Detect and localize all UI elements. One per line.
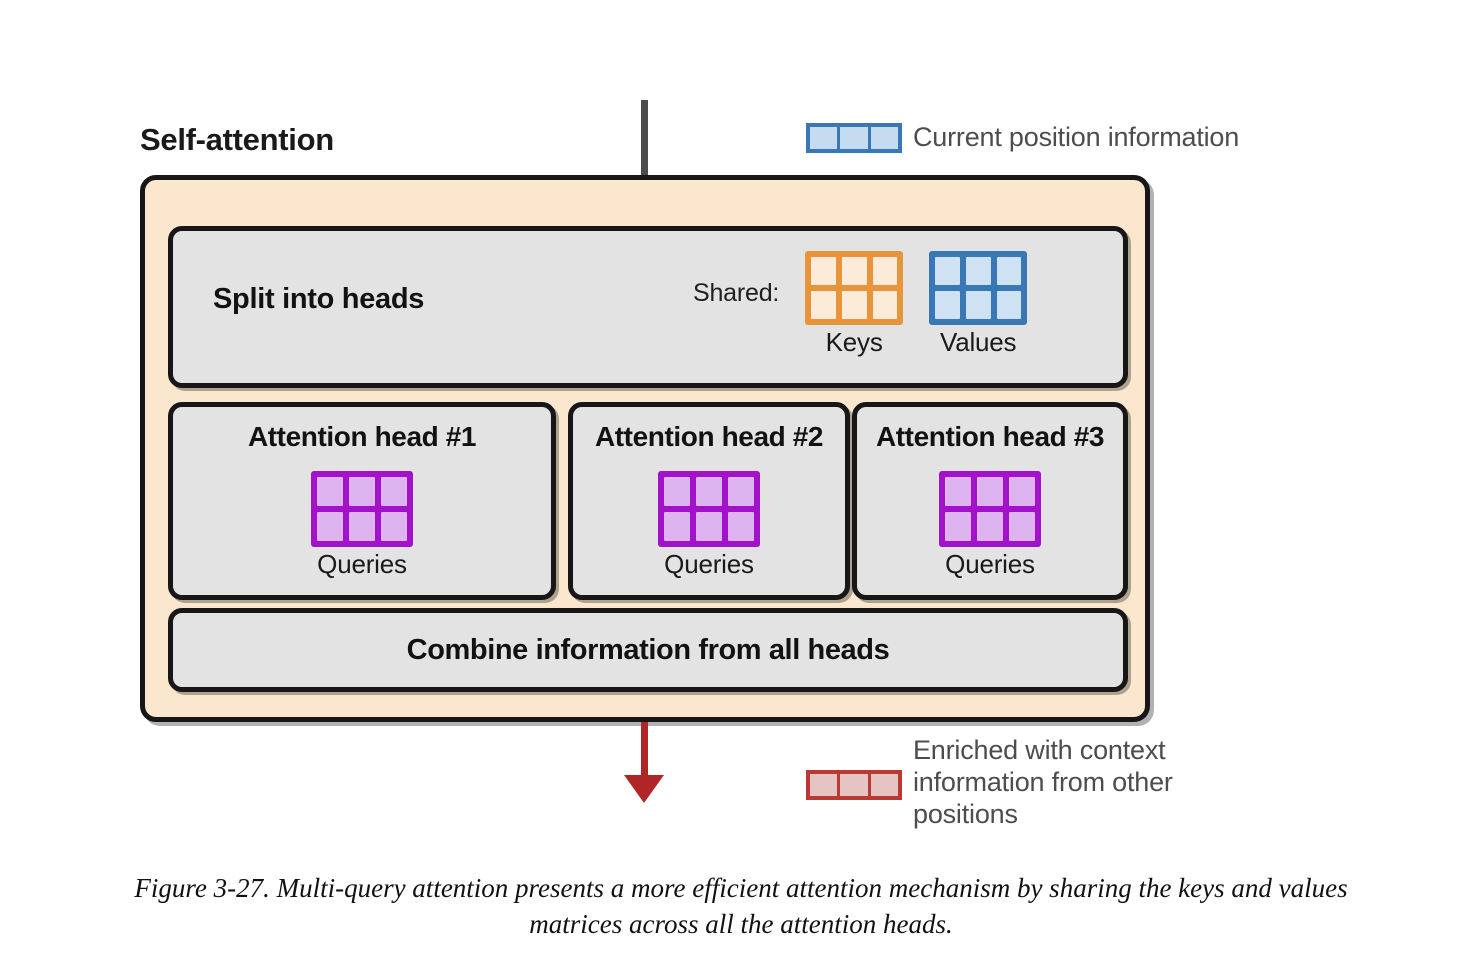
- values-caption: Values: [939, 327, 1017, 357]
- matrix-cell: [696, 512, 722, 541]
- matrix-cell: [317, 512, 343, 541]
- legend-label-current-position: Current position information: [913, 122, 1240, 152]
- keys-matrix-group: Keys: [805, 251, 904, 358]
- matrix-cell: [811, 257, 836, 285]
- page-title: Self-attention: [140, 122, 334, 157]
- keys-caption: Keys: [825, 327, 883, 357]
- legend-enriched-context: Enriched with context information from o…: [806, 735, 1173, 831]
- shared-label: Shared:: [693, 279, 780, 307]
- combine-heads-label: Combine information from all heads: [406, 633, 890, 666]
- legend-cell: [810, 774, 838, 796]
- output-arrow-icon: [624, 775, 664, 803]
- matrix-cell: [841, 257, 867, 285]
- matrix-cell: [945, 512, 971, 541]
- matrix-cell: [317, 477, 343, 506]
- shared-matrices-group: Shared: Keys: [693, 251, 1028, 358]
- matrix-cell: [349, 512, 375, 541]
- queries-matrix-icon: [311, 471, 413, 547]
- queries-caption-2: Queries: [664, 549, 754, 579]
- matrix-cell: [811, 291, 836, 319]
- matrix-cell: [381, 512, 407, 541]
- matrix-cell: [996, 291, 1022, 319]
- keys-matrix-icon: [805, 251, 904, 325]
- matrix-cell: [945, 477, 971, 506]
- legend-label-enriched-context: Enriched with context information from o…: [913, 735, 1173, 829]
- matrix-cell: [381, 477, 407, 506]
- queries-caption-3: Queries: [945, 549, 1035, 579]
- legend-current-position: Current position information: [806, 122, 1239, 154]
- legend-cell: [870, 774, 898, 796]
- panel-split-into-heads: Split into heads Shared: Keys: [168, 226, 1128, 388]
- attention-head-1-title: Attention head #1: [247, 421, 477, 452]
- output-arrow-shaft: [641, 722, 648, 778]
- matrix-cell: [872, 257, 898, 285]
- values-matrix-icon: [929, 251, 1028, 325]
- legend-cell: [840, 126, 868, 149]
- queries-matrix-icon: [658, 471, 760, 547]
- matrix-cell: [996, 257, 1022, 285]
- matrix-cell: [728, 512, 754, 541]
- input-arrow-shaft: [641, 100, 648, 200]
- queries-matrix-group-2: Queries: [573, 471, 845, 580]
- queries-caption-1: Queries: [317, 549, 407, 579]
- split-into-heads-label: Split into heads: [213, 283, 425, 315]
- queries-matrix-icon: [939, 471, 1041, 547]
- legend-cell: [870, 126, 898, 149]
- matrix-cell: [696, 477, 722, 506]
- matrix-cell: [977, 512, 1003, 541]
- matrix-cell: [664, 512, 690, 541]
- panel-attention-head-2: Attention head #2 Queries: [568, 402, 850, 600]
- legend-cell: [810, 126, 838, 149]
- queries-matrix-group-1: Queries: [173, 471, 551, 580]
- panel-attention-head-3: Attention head #3 Queries: [852, 402, 1128, 600]
- attention-head-2-title: Attention head #2: [594, 421, 824, 452]
- panel-combine-heads: Combine information from all heads: [168, 608, 1128, 692]
- matrix-cell: [965, 291, 991, 319]
- matrix-cell: [977, 477, 1003, 506]
- matrix-cell: [1009, 477, 1035, 506]
- legend-cell: [840, 774, 868, 796]
- panel-attention-head-1: Attention head #1 Queries: [168, 402, 556, 600]
- values-matrix-group: Values: [929, 251, 1028, 358]
- matrix-cell: [965, 257, 991, 285]
- matrix-cell: [841, 291, 867, 319]
- matrix-cell: [349, 477, 375, 506]
- matrix-cell: [1009, 512, 1035, 541]
- matrix-cell: [664, 477, 690, 506]
- queries-matrix-group-3: Queries: [857, 471, 1123, 580]
- legend-swatch-red-icon: [806, 770, 902, 800]
- matrix-cell: [935, 291, 960, 319]
- matrix-cell: [728, 477, 754, 506]
- matrix-cell: [872, 291, 898, 319]
- figure-caption: Figure 3-27. Multi-query attention prese…: [134, 873, 1348, 940]
- self-attention-container: Split into heads Shared: Keys: [140, 175, 1150, 722]
- matrix-cell: [935, 257, 960, 285]
- attention-head-3-title: Attention head #3: [875, 421, 1105, 452]
- legend-swatch-blue-icon: [806, 122, 902, 153]
